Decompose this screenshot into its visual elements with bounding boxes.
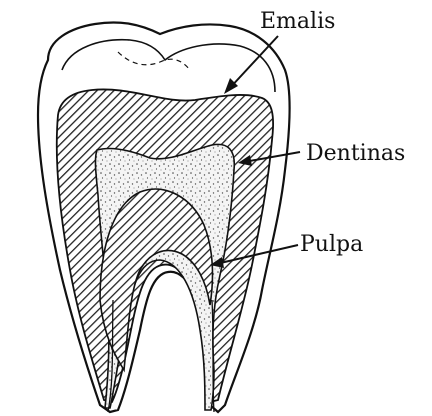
label-dentin: Dentinas (306, 141, 405, 166)
label-enamel: Emalis (260, 9, 335, 34)
label-pulp: Pulpa (300, 232, 363, 257)
